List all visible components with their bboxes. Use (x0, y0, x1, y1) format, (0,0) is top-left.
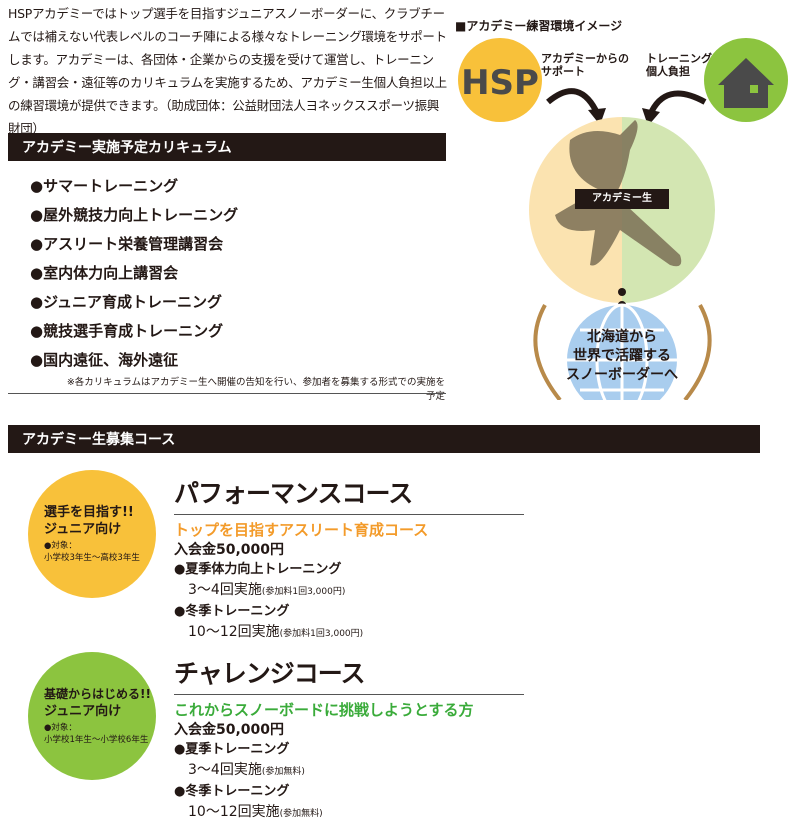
course-name: チャレンジコース (174, 659, 366, 688)
winter-times: 10〜12回実施(参加料1回3,000円) (174, 622, 524, 644)
course-challenge: チャレンジコース これからスノーボードに挑戦しようとする方 入会金50,000円… (174, 654, 524, 824)
list-item: ●ジュニア育成トレーニング (30, 293, 223, 311)
hsp-logo-circle (458, 38, 542, 122)
intro-text: HSPアカデミーではトップ選手を目指すジュニアスノーボーダーに、クラブチームでは… (8, 6, 447, 136)
badge-text: ジュニア向け (44, 522, 122, 537)
goal-line: 世界で活躍する (573, 348, 671, 364)
badge-text: 選手を目指す!! (44, 505, 134, 520)
list-item: ●アスリート栄養管理講習会 (30, 235, 224, 253)
summer-times: 3〜4回実施(参加無料) (174, 760, 524, 782)
times: 10〜12回実施 (188, 624, 280, 640)
target-text: 小学校1年生〜小学校6年生 (44, 735, 149, 745)
target-label: ●対象： (44, 723, 77, 733)
goal-line: 北海道から (587, 329, 657, 345)
summer-times: 3〜4回実施(参加料1回3,000円) (174, 580, 524, 602)
courses-header: アカデミー生募集コース (8, 425, 760, 453)
curriculum-header: アカデミー実施予定カリキュラム (8, 133, 446, 161)
list-item: ●サマートレーニング (30, 177, 179, 195)
support-label: アカデミーからの サポート (541, 52, 629, 78)
personal-half (622, 117, 715, 303)
course-badge: 基礎からはじめる!! ジュニア向け ●対象： 小学校1年生〜小学校6年生 (28, 652, 156, 780)
laurel-right-icon (683, 304, 712, 400)
badge-text: ジュニア向け (44, 704, 122, 719)
target-label: ●対象： (44, 541, 77, 551)
divider (8, 393, 446, 394)
curriculum-list: ●サマートレーニング ●屋外競技力向上トレーニング ●アスリート栄養管理講習会 … (30, 172, 238, 375)
course-badge: 選手を目指す!! ジュニア向け ●対象： 小学校3年生〜高校3年生 (28, 470, 156, 598)
fee-note: (参加無料) (279, 809, 323, 819)
goal-text: 北海道から 世界で活躍する スノーボーダーへ (552, 328, 692, 385)
list-item: ●競技選手育成トレーニング (30, 322, 224, 340)
diagram-title: ■アカデミー練習環境イメージ (455, 19, 623, 33)
winter-title: ●冬季トレーニング (174, 604, 290, 619)
list-item: ●国内遠征、海外遠征 (30, 351, 179, 369)
badge-text: 基礎からはじめる!! (44, 687, 151, 701)
winter-times: 10〜12回実施(参加無料) (174, 802, 524, 824)
arrow-icon (647, 90, 707, 117)
personal-label: トレーニング 個人負担 (646, 52, 712, 78)
course-subtitle: トップを目指すアスリート育成コース (174, 521, 429, 539)
course-subtitle: これからスノーボードに挑戦しようとする方 (174, 701, 474, 719)
hsp-logo-icon: HSP (461, 63, 539, 103)
arrow-icon (546, 88, 601, 117)
fee-note: (参加料1回3,000円) (261, 587, 346, 597)
list-item: ●屋外競技力向上トレーニング (30, 206, 239, 224)
course-performance: パフォーマンスコース トップを目指すアスリート育成コース 入会金50,000円 … (174, 474, 524, 644)
fee-note: (参加料1回3,000円) (279, 629, 364, 639)
winter-title: ●冬季トレーニング (174, 784, 290, 799)
course-fee: 入会金50,000円 (174, 722, 285, 738)
house-icon (718, 58, 774, 108)
course-name: パフォーマンスコース (174, 479, 413, 508)
curriculum-title: アカデミー実施予定カリキュラム (22, 140, 232, 156)
laurel-left-icon (533, 304, 562, 400)
summer-title: ●夏季トレーニング (174, 742, 290, 757)
times: 3〜4回実施 (188, 582, 262, 598)
student-label: アカデミー生 (575, 189, 669, 209)
goal-line: スノーボーダーへ (566, 367, 678, 383)
diagram-graphic: HSP (458, 38, 788, 400)
times: 10〜12回実施 (188, 804, 280, 820)
snowboarder-silhouette (555, 120, 682, 267)
summer-title: ●夏季体力向上トレーニング (174, 562, 342, 577)
fee-note: (参加無料) (261, 767, 305, 777)
target-text: 小学校3年生〜高校3年生 (44, 553, 140, 563)
course-fee: 入会金50,000円 (174, 542, 285, 558)
curriculum-note: ※各カリキュラムはアカデミー生へ開催の告知を行い、参加者を募集する形式での実施を… (66, 377, 445, 402)
times: 3〜4回実施 (188, 762, 262, 778)
courses-title: アカデミー生募集コース (22, 432, 176, 448)
list-item: ●室内体力向上講習会 (30, 264, 179, 282)
